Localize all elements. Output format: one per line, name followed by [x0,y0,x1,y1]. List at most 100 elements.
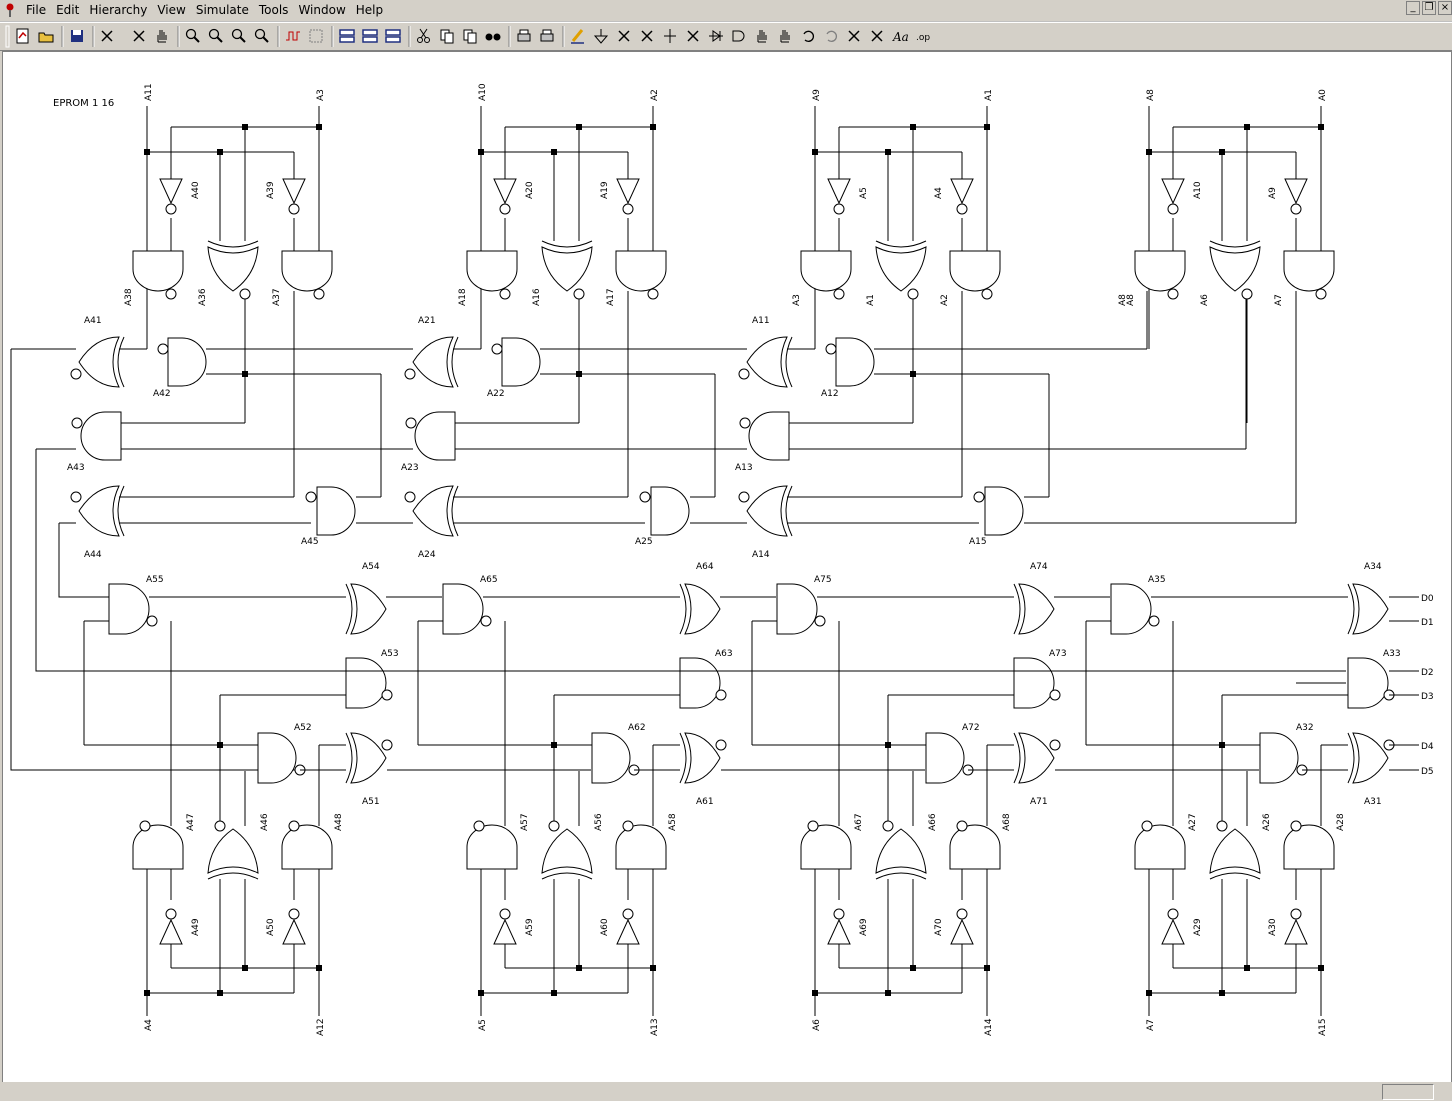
close-button[interactable]: × [1438,1,1452,15]
gate-label: A15 [969,537,987,547]
inversion-bubble [739,417,751,429]
paste-icon[interactable] [462,28,478,44]
hand-icon[interactable] [154,28,170,44]
menu-window[interactable]: Window [298,3,346,17]
property-icon[interactable]: .op [915,28,931,44]
wire-pencil-icon[interactable] [570,28,586,44]
menu-hierarchy[interactable]: Hierarchy [89,3,148,17]
save-icon[interactable] [69,28,85,44]
bracket-icon[interactable] [685,28,701,44]
copy-icon[interactable] [439,28,455,44]
xnor-gate [207,246,259,292]
output-pin-label: D2 [1421,668,1434,678]
output-pin-label: D4 [1421,742,1434,752]
cascade-icon[interactable] [362,28,378,44]
gate-label: A46 [260,813,270,831]
inverter [950,918,974,945]
inversion-bubble [157,343,169,355]
inverter [1284,178,1308,205]
grid-icon[interactable] [308,28,324,44]
diode-icon[interactable] [708,28,724,44]
or-gate [746,336,788,388]
inversion-bubble [146,615,158,627]
print-preview-icon[interactable] [516,28,532,44]
undo-icon[interactable] [800,28,816,44]
horizontal-tile-icon[interactable] [339,28,355,44]
and-gate [80,411,122,461]
zoom-fit-icon[interactable] [254,28,270,44]
and-gate [167,337,207,387]
zoom-in-icon[interactable] [185,28,201,44]
inversion-bubble [139,820,151,832]
menu-simulate[interactable]: Simulate [195,3,249,17]
inversion-bubble [622,820,634,832]
inversion-bubble [214,820,226,832]
menu-edit[interactable]: Edit [56,3,80,17]
and-gate [466,824,518,870]
hand-select-icon[interactable] [754,28,770,44]
waveform-icon[interactable] [285,28,301,44]
gate-label: A74 [1030,562,1048,572]
print-icon[interactable] [539,28,555,44]
gate-label: A20 [525,181,535,199]
gate-label: A1 [866,294,876,306]
and-gate [925,732,965,784]
app-logo-icon [6,3,14,17]
cut-icon[interactable] [416,28,432,44]
or-gate [684,732,721,784]
ground-icon[interactable] [593,28,609,44]
select-pointer-icon[interactable] [99,28,115,44]
find-icon[interactable] [485,28,501,44]
minimize-button[interactable]: _ [1406,1,1420,15]
menu-bar: File Edit Hierarchy View Simulate Tools Window… [0,0,1452,22]
zoom-out-icon[interactable] [231,28,247,44]
gate-label: A37 [272,288,282,306]
gate-label: A3 [792,294,802,306]
inversion-bubble [381,739,393,751]
inversion-bubble [1290,203,1302,215]
inverter [950,178,974,205]
gate-icon[interactable] [731,28,747,44]
gate-label: A66 [928,813,938,831]
xnor-gate [541,828,593,874]
inversion-bubble [381,689,393,701]
or-gate [1018,583,1055,635]
inversion-bubble [825,343,837,355]
inversion-bubble [882,820,894,832]
redo-icon[interactable] [823,28,839,44]
inversion-bubble [907,288,919,300]
pan-icon[interactable] [777,28,793,44]
ungroup-icon[interactable] [869,28,885,44]
and-gate [591,732,631,784]
menu-file[interactable]: File [26,3,47,17]
inversion-bubble [71,417,83,429]
bus-tap-icon[interactable] [639,28,655,44]
open-icon[interactable] [38,28,54,44]
run-icon[interactable] [131,28,147,44]
inverter [827,178,851,205]
inversion-bubble [715,739,727,751]
inversion-bubble [499,203,511,215]
junction-icon[interactable] [662,28,678,44]
menu-tools[interactable]: Tools [258,3,289,17]
gate-label: A52 [294,723,312,733]
or-gate [1352,732,1389,784]
menu-view[interactable]: View [157,3,186,17]
arrange-icon[interactable] [385,28,401,44]
inversion-bubble [715,689,727,701]
group-icon[interactable] [846,28,862,44]
zoom-normal-icon[interactable] [208,28,224,44]
or-gate [412,485,454,537]
new-schematic-icon[interactable] [15,28,31,44]
menu-help[interactable]: Help [355,3,384,17]
text-icon[interactable]: Aa [892,28,909,44]
label-icon[interactable] [616,28,632,44]
xnor-gate [541,246,593,292]
inverter [493,178,517,205]
and-gate [776,583,818,635]
restore-button[interactable]: ❐ [1422,1,1436,15]
inversion-bubble [313,288,325,300]
junction-dot [551,990,557,996]
window-controls: _ ❐ × [1406,1,1452,15]
